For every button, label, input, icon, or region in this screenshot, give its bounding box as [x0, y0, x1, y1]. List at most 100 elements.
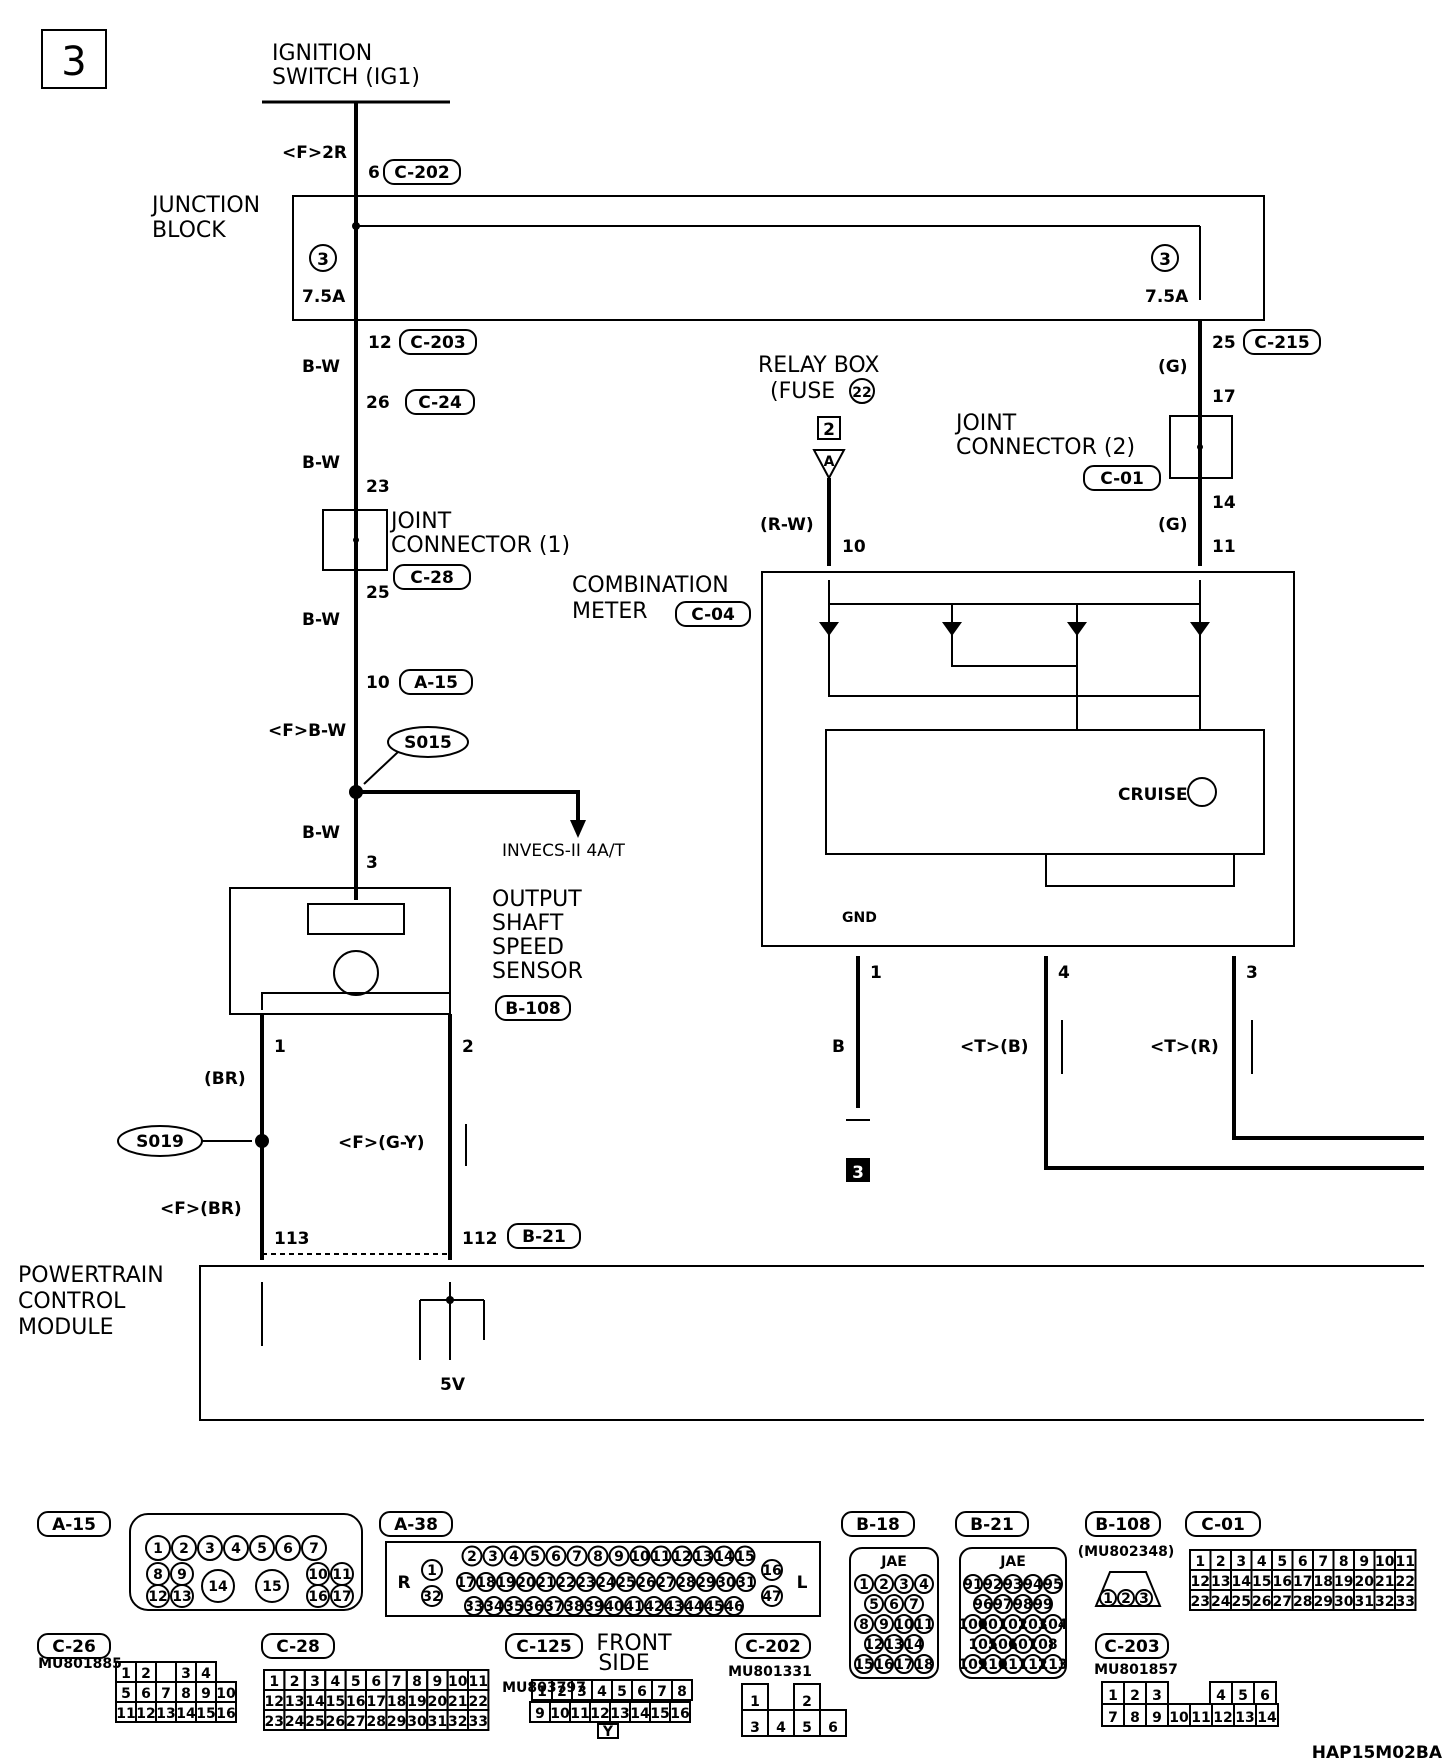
right-color-g-2: (G): [1158, 515, 1188, 535]
a38-pin-circle: [604, 1596, 624, 1616]
a38-pin: 45: [704, 1599, 723, 1615]
c28-pin: 13: [285, 1694, 304, 1710]
relay-box-num: 2: [823, 420, 835, 440]
pin-12: 12: [368, 333, 392, 353]
out-color-tr: <T>(R): [1150, 1037, 1219, 1057]
a38-pin-circle: [566, 1545, 588, 1567]
out-color-tb: <T>(B): [960, 1037, 1029, 1057]
splice-s019: S019: [136, 1132, 184, 1152]
c28-pin: 9: [433, 1674, 443, 1690]
cruise-label: CRUISE: [1118, 785, 1188, 805]
conn-b108-view: B-108: [1095, 1515, 1151, 1535]
c125-pin: 1: [537, 1684, 547, 1700]
b21-pin: 113: [1038, 1657, 1067, 1673]
c28-pin: 6: [371, 1674, 381, 1690]
junction-label-1: JUNCTION: [150, 193, 260, 218]
c203-pin: 10: [1169, 1710, 1189, 1726]
b21-pin: 108: [1028, 1637, 1057, 1653]
conn-c26-view: C-26: [52, 1637, 96, 1657]
a38-pin-circle: [503, 1545, 525, 1567]
ignition-label-1: IGNITION: [272, 41, 372, 66]
b21-pin: 96: [973, 1597, 992, 1613]
b18-pin-circle: [894, 1654, 914, 1674]
b18-pin: 10: [894, 1617, 914, 1633]
jc1-node: [353, 537, 359, 543]
diode-3: [1067, 622, 1087, 636]
a38-pin-circle: [482, 1545, 504, 1567]
b21-pin: 101: [978, 1617, 1007, 1633]
b21-pin-circle: [963, 1574, 983, 1594]
b21-tag: JAE: [999, 1554, 1026, 1570]
c01-pin: 21: [1375, 1574, 1394, 1590]
conn-b21-view-badge: [955, 1511, 1029, 1537]
c28-cell: [467, 1709, 490, 1731]
relay-letter-triangle: [812, 449, 846, 481]
c26-part: MU801885: [38, 1656, 122, 1672]
a38-pin: 19: [496, 1575, 515, 1591]
b21-pin: 98: [1013, 1597, 1032, 1613]
c01-pin: 29: [1314, 1594, 1333, 1610]
b21-pin-circle: [983, 1654, 1003, 1674]
a38-pin-circle: [544, 1596, 564, 1616]
b18-pin: 3: [899, 1577, 909, 1593]
ground-ref-box: [846, 1158, 870, 1182]
conn-a15-view: A-15: [52, 1515, 96, 1535]
a15-pin: 7: [309, 1541, 319, 1557]
a15-housing: [129, 1513, 363, 1611]
b18-pin: 13: [884, 1637, 903, 1653]
c125-pin: 15: [650, 1706, 669, 1722]
pin-26: 26: [366, 393, 390, 413]
b21-pin: 110: [978, 1657, 1007, 1673]
wire-color-fgy: <F>(G-Y): [338, 1133, 424, 1153]
a38-pin: 1: [427, 1563, 437, 1579]
c01-pin: 25: [1232, 1594, 1251, 1610]
c26-pin: 11: [116, 1706, 135, 1722]
b21-pin-circle: [1003, 1614, 1023, 1634]
conn-c01-view-badge: [1185, 1511, 1261, 1537]
c125-pin: 4: [597, 1684, 607, 1700]
a38-pin-circle: [724, 1596, 744, 1616]
c26-cell: [215, 1701, 237, 1723]
wire-color-bw-2: B-W: [302, 453, 340, 473]
c28-pin: 1: [269, 1674, 279, 1690]
c203-cell: [1255, 1703, 1279, 1727]
pcm-node: [446, 1296, 454, 1304]
c202-part: MU801331: [728, 1664, 812, 1680]
c28-pin: 15: [326, 1694, 345, 1710]
conn-c202-view-badge: [735, 1633, 811, 1659]
b108-housing: [1094, 1571, 1162, 1607]
c202-pin: 5: [802, 1720, 812, 1736]
b108-pin-circle: [1099, 1589, 1117, 1607]
c28-pin: 21: [448, 1694, 467, 1710]
conn-c203: C-203: [410, 333, 465, 353]
joint-connector-2: [1169, 415, 1233, 479]
c28-pin: 27: [346, 1714, 365, 1730]
b21-pin: 104: [1038, 1617, 1067, 1633]
fuse-3-circle: [309, 244, 337, 272]
can-wire-b: [1044, 956, 1424, 1170]
conn-c01: C-01: [1100, 469, 1144, 489]
wire-color-fbr: <F>(BR): [160, 1199, 242, 1219]
a38-pin-circle: [616, 1572, 636, 1592]
conn-c125-view-badge: [505, 1633, 583, 1659]
a38-pin-circle: [524, 1545, 546, 1567]
b108-pin-circle: [1117, 1589, 1135, 1607]
branch-wire: [356, 790, 580, 826]
c28-pin: 23: [264, 1714, 283, 1730]
c125-pin: 11: [570, 1706, 589, 1722]
b21-pin: 94: [1023, 1577, 1043, 1593]
c125-side1: FRONT: [596, 1631, 672, 1656]
junction-node: [352, 222, 360, 230]
a38-pin: 24: [596, 1575, 616, 1591]
b21-pin-circle: [1043, 1574, 1063, 1594]
a38-pin-circle: [664, 1596, 684, 1616]
c202-pin: 6: [828, 1720, 838, 1736]
a38-pin-circle: [671, 1545, 693, 1567]
a38-pin: 35: [504, 1599, 523, 1615]
diode-1: [819, 622, 839, 636]
a15-pin-circle: [146, 1584, 170, 1608]
relay-wire-color: (R-W): [760, 515, 814, 535]
diode-4: [1190, 622, 1210, 636]
c01-pin: 32: [1375, 1594, 1394, 1610]
c28-pin: 32: [448, 1714, 467, 1730]
